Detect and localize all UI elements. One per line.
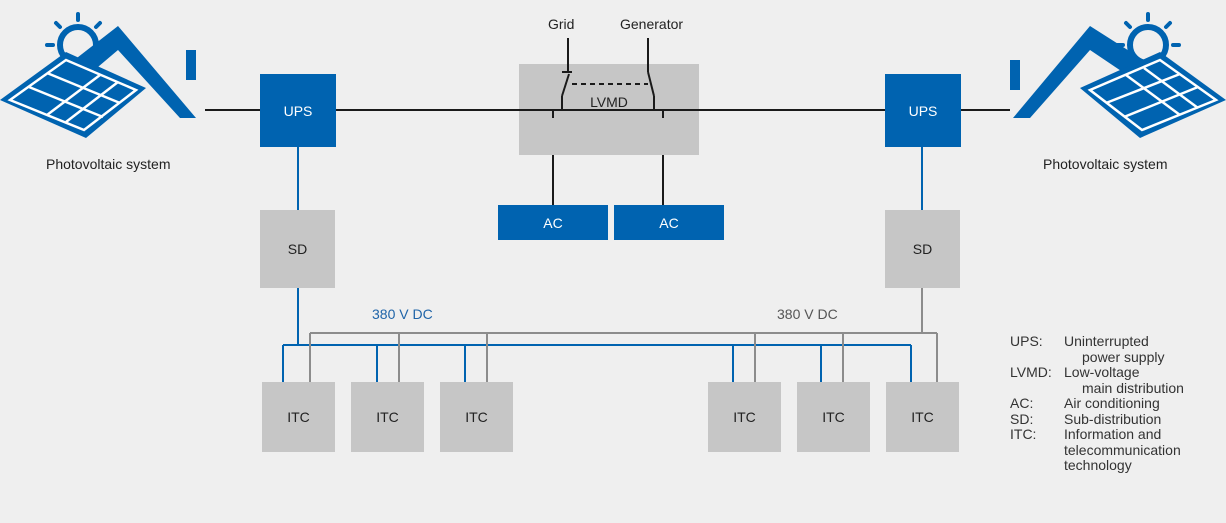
legend-row-ups: UPS: Uninterrupted [1010, 333, 1184, 350]
ac-label-1: AC [543, 214, 563, 231]
lvmd-label: LVMD [590, 94, 628, 110]
legend-row-lvmd-cont: main distribution [1010, 379, 1184, 397]
legend-row-ac: AC: Air conditioning [1010, 395, 1184, 412]
bus-blue-label: 380 V DC [372, 306, 433, 322]
ups-left-label: UPS [283, 102, 313, 119]
sd-right-box: SD [885, 210, 960, 288]
legend-key: LVMD: [1010, 364, 1052, 380]
pv-right-label: Photovoltaic system [1043, 156, 1168, 172]
house-solar-icon-right [1010, 12, 1226, 138]
chimney-icon [186, 50, 196, 80]
sd-left-label: SD [287, 241, 308, 257]
legend-value: Low-voltage [1064, 364, 1140, 380]
legend-value: Information and [1064, 426, 1162, 442]
legend-value: Air conditioning [1064, 395, 1160, 411]
legend-row-lvmd: LVMD: Low-voltage [1010, 364, 1184, 381]
itc-label: ITC [822, 409, 845, 425]
legend-value: telecommunication [1064, 441, 1181, 458]
itc-box: ITC [708, 382, 781, 452]
sd-right-label: SD [912, 241, 933, 257]
sd-left-box: SD [260, 210, 335, 288]
ups-right-box: UPS [885, 74, 961, 147]
legend-value: power supply [1082, 348, 1165, 365]
bus-gray-label: 380 V DC [777, 306, 838, 322]
itc-box: ITC [797, 382, 870, 452]
legend-row-ups-cont: power supply [1010, 348, 1184, 366]
legend-key: ITC: [1010, 426, 1037, 442]
itc-box: ITC [262, 382, 335, 452]
legend: UPS: Uninterrupted power supply LVMD: Lo… [1010, 333, 1184, 474]
legend-key: UPS: [1010, 333, 1043, 349]
legend-key-spacer [1010, 381, 1064, 397]
itc-box: ITC [351, 382, 424, 452]
legend-value: Sub-distribution [1064, 410, 1162, 427]
generator-label: Generator [620, 16, 684, 32]
legend-key-spacer [1010, 443, 1064, 459]
ac-box-1: AC [498, 205, 608, 240]
legend-row-sd: SD: Sub-distribution [1010, 410, 1184, 428]
itc-label: ITC [287, 409, 310, 425]
ac-label-2: AC [659, 214, 679, 231]
legend-value: technology [1064, 457, 1132, 473]
legend-value: main distribution [1082, 379, 1184, 396]
lvmd-label-box: LVMD [519, 92, 699, 112]
house-solar-icon-left [0, 12, 196, 138]
grid-label: Grid [548, 16, 575, 32]
pv-left-label: Photovoltaic system [46, 156, 171, 172]
legend-key: SD: [1010, 410, 1034, 427]
itc-label: ITC [733, 409, 756, 425]
ups-right-label: UPS [908, 102, 938, 119]
legend-key: AC: [1010, 395, 1034, 411]
legend-row-itc: ITC: Information and [1010, 426, 1184, 443]
legend-key-spacer [1010, 350, 1064, 366]
itc-label: ITC [911, 409, 934, 425]
itc-box: ITC [886, 382, 959, 452]
legend-value: Uninterrupted [1064, 333, 1149, 349]
ups-left-box: UPS [260, 74, 336, 147]
legend-row-itc-cont2: technology [1010, 457, 1184, 474]
legend-row-itc-cont1: telecommunication [1010, 441, 1184, 459]
itc-box: ITC [440, 382, 513, 452]
ac-box-2: AC [614, 205, 724, 240]
legend-key-spacer [1010, 458, 1064, 474]
itc-label: ITC [465, 409, 488, 425]
itc-label: ITC [376, 409, 399, 425]
